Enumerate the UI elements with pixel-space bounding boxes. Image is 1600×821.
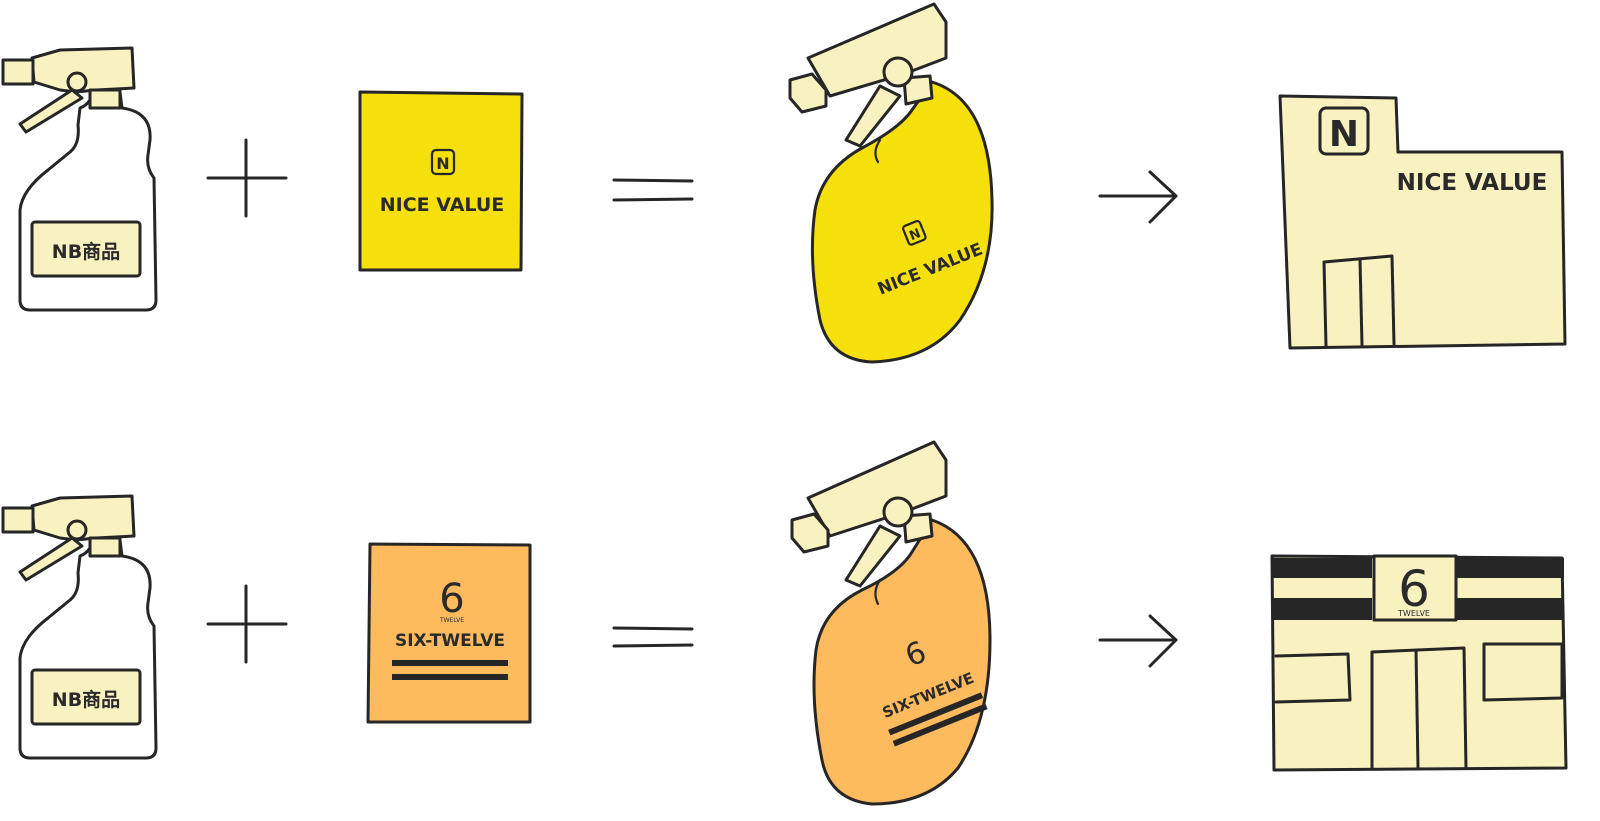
nb-bottle-icon: NB商品 bbox=[1, 46, 158, 312]
arrow-right-icon bbox=[1098, 614, 1178, 668]
store-mark: 6 bbox=[1398, 560, 1430, 618]
pb-bottle-icon: 6 SIX-TWELVE bbox=[790, 440, 992, 806]
brand-sub: TWELVE bbox=[439, 617, 464, 624]
brand-card: N NICE VALUE bbox=[358, 90, 524, 272]
brand-stripe bbox=[392, 674, 508, 680]
nb-label-tag bbox=[30, 668, 142, 726]
store-logo-icon bbox=[1318, 106, 1370, 156]
store-logo-icon bbox=[1372, 554, 1458, 622]
nb-label: NB商品 bbox=[52, 240, 120, 263]
brand-mark: N bbox=[436, 154, 449, 173]
store-stripe bbox=[1272, 558, 1372, 578]
plus-sign bbox=[206, 584, 288, 664]
store-door bbox=[1322, 254, 1396, 348]
equals-sign bbox=[612, 178, 694, 202]
brand-card: 6 TWELVE SIX-TWELVE bbox=[366, 542, 532, 724]
pb-bottle-icon: N NICE VALUE bbox=[788, 2, 994, 364]
nb-bottle-icon: NB商品 bbox=[1, 494, 158, 760]
brand-name: SIX-TWELVE bbox=[395, 631, 505, 651]
pb-brand-mark: N bbox=[907, 226, 923, 244]
row-six-twelve: NB商品 6 TWELVE SIX-TWELVE bbox=[1, 440, 1568, 806]
store-name: NICE VALUE bbox=[1397, 170, 1548, 196]
plus-sign bbox=[206, 138, 288, 218]
store-building: N NICE VALUE bbox=[1278, 94, 1567, 350]
brand-mark: 6 bbox=[439, 576, 464, 622]
nb-label-tag bbox=[30, 220, 142, 278]
store-door bbox=[1370, 646, 1468, 770]
arrow-right-icon bbox=[1098, 170, 1178, 224]
store-mark: N bbox=[1329, 114, 1359, 155]
row-nice-value: NB商品 N NICE VALUE N bbox=[1, 2, 1567, 364]
equals-sign bbox=[612, 626, 694, 648]
brand-stripe bbox=[392, 660, 508, 666]
store-sub: TWELVE bbox=[1397, 609, 1430, 618]
brand-name: NICE VALUE bbox=[380, 194, 504, 216]
store-building: 6 TWELVE bbox=[1270, 554, 1568, 772]
nb-label: NB商品 bbox=[52, 688, 120, 711]
brand-logo-icon bbox=[430, 148, 456, 176]
store-window bbox=[1274, 652, 1352, 704]
store-window bbox=[1482, 642, 1564, 702]
